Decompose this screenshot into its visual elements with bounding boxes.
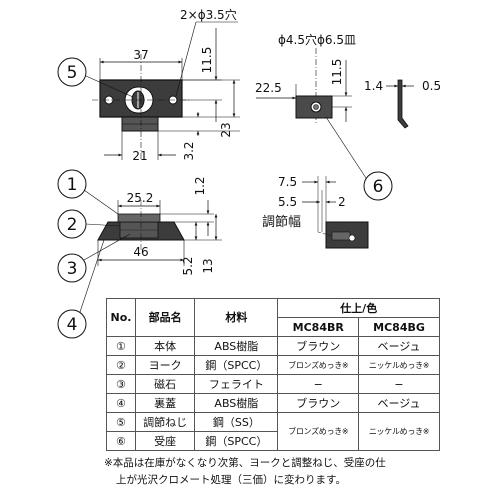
header-part: 部品名: [134, 298, 196, 337]
row-part: 裏蓋: [134, 393, 196, 413]
row-bg: ニッケルめっき※: [358, 412, 440, 451]
dim-height-11-5-top: 11.5: [200, 47, 214, 74]
strike-view: ϕ4.5穴ϕ6.5皿 22.5 11.5 1.4 0.5 6: [255, 32, 441, 201]
table-subheader-row: MC84BR MC84BG: [107, 317, 440, 337]
dim-thickness-0-5: 0.5: [422, 79, 441, 93]
table-row: ② ヨーク 鋼（SPCC） ブロンズめっき※ ニッケルめっき※: [106, 355, 440, 375]
row-no: ⑥: [106, 431, 136, 451]
callout-4-label: 4: [67, 315, 78, 335]
strike-profile: [397, 79, 409, 129]
adjust-range-label: 調節幅: [262, 215, 301, 230]
callout-1-label: 1: [67, 175, 78, 195]
dim-offset-3-2: 3.2: [182, 141, 196, 160]
row-material: ABS樹脂: [194, 336, 279, 356]
row-part: 磁石: [134, 374, 196, 394]
callout-3: [57, 253, 87, 283]
row-br: ブラウン: [277, 336, 360, 356]
callout-2-label: 2: [67, 215, 78, 235]
row-part: ヨーク: [134, 355, 196, 375]
row-bg: ニッケルめっき※: [358, 355, 440, 375]
footnote-line-2: 上が光沢クロメート処理（三価）に変わります。: [116, 474, 346, 486]
callout-1: [57, 169, 87, 199]
callout-6-label: 6: [373, 177, 384, 197]
dim-offset-22-5: 22.5: [255, 81, 282, 95]
dim-height-23: 23: [219, 122, 233, 137]
dim-height-1-2: 1.2: [193, 176, 207, 195]
table-row: ③ 磁石 フェライト − −: [106, 374, 440, 394]
table-row: ① 本体 ABS樹脂 ブラウン ベージュ: [106, 336, 440, 356]
row-part: 受座: [134, 431, 196, 451]
row-no: ④: [106, 393, 136, 413]
table-row: ⑥ 受座 鋼（SPCC）: [106, 431, 440, 451]
table-header-row: No. 部品名 材料 仕上/色: [106, 298, 440, 337]
row-bg: ベージュ: [358, 393, 440, 413]
dim-height-5-2: 5.2: [181, 256, 195, 275]
header-model-br: MC84BR: [277, 317, 360, 337]
row-material: 鋼（SPCC）: [194, 431, 279, 451]
callout-3-label: 3: [67, 259, 78, 279]
adjust-view: 7.5 5.5 2 調節幅: [262, 175, 369, 249]
dim-length-46: 46: [133, 245, 148, 259]
dim-range-2: 2: [338, 195, 346, 209]
row-br: −: [277, 374, 360, 394]
dim-height-13: 13: [201, 258, 215, 273]
table-row: ④ 裏蓋 ABS樹脂 ブラウン ベージュ: [106, 393, 440, 413]
row-bg: −: [358, 374, 440, 394]
side-view: 25.2 1.2 46 5.2 13 1 2 3 4: [57, 169, 222, 339]
dim-range-5-5: 5.5: [278, 195, 297, 209]
header-model-bg: MC84BG: [358, 317, 440, 337]
row-br: ブロンズめっき※: [277, 412, 360, 451]
callout-5: [57, 57, 87, 87]
row-material: 鋼（SPCC）: [194, 355, 279, 375]
header-no: No.: [106, 298, 136, 337]
dim-width-21: 21: [132, 149, 147, 163]
row-no: ⑤: [106, 412, 136, 432]
row-no: ①: [106, 336, 136, 356]
row-material: ABS樹脂: [194, 393, 279, 413]
row-part: 調節ねじ: [134, 412, 196, 432]
dim-width-37: 37: [133, 48, 148, 62]
row-material: フェライト: [194, 374, 279, 394]
row-material: 鋼（SS）: [194, 412, 279, 432]
dim-height-11-5-strike: 11.5: [330, 59, 344, 86]
table-row: ⑤ 調節ねじ 鋼（SS） ブロンズめっき※ ニッケルめっき※: [106, 412, 440, 451]
parts-spec-table: No. 部品名 材料 仕上/色 MC84BR MC84BG ① 本体 ABS樹脂…: [106, 298, 440, 451]
callout-5-label: 5: [67, 63, 78, 83]
dim-length-25-2: 25.2: [127, 191, 154, 205]
row-br: ブロンズめっき※: [277, 355, 360, 375]
header-material: 材料: [194, 298, 279, 337]
dim-range-7-5: 7.5: [278, 175, 297, 189]
callout-6: [363, 171, 393, 201]
header-finish-color: 仕上/色: [277, 298, 440, 318]
dim-thickness-1-4: 1.4: [364, 79, 383, 93]
callout-4: [57, 309, 87, 339]
hole-spec-top: 2×ϕ3.5穴: [180, 7, 237, 22]
row-part: 本体: [134, 336, 196, 356]
footnote-line-1: ※本品は在庫がなくなり次第、ヨークと調整ねじ、受座の仕: [104, 457, 386, 469]
top-view: 37 2×ϕ3.5穴 11.5 23 3.2 21 5: [57, 7, 240, 163]
row-no: ③: [106, 374, 136, 394]
footnote: ※本品は在庫がなくなり次第、ヨークと調整ねじ、受座の仕 上が光沢クロメート処理（…: [104, 455, 444, 489]
row-bg: ベージュ: [358, 336, 440, 356]
row-br: ブラウン: [277, 393, 360, 413]
hole-spec-strike: ϕ4.5穴ϕ6.5皿: [278, 32, 356, 47]
row-no: ②: [106, 355, 136, 375]
